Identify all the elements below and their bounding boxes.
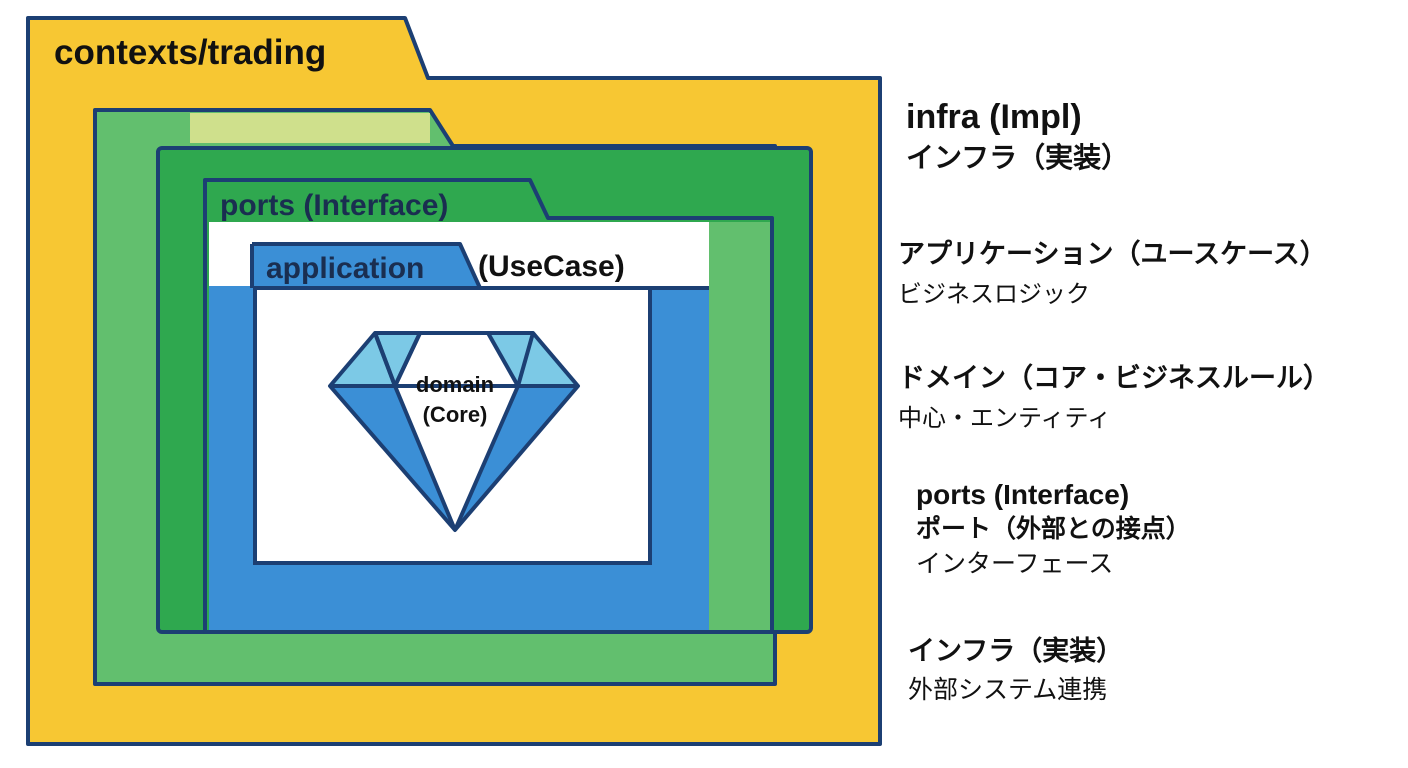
legend-infra: infra (Impl) インフラ（実装） <box>906 96 1129 178</box>
gem-facet-c <box>486 332 520 387</box>
gem-outline <box>328 331 580 532</box>
gem-facet-d <box>393 385 457 531</box>
domain-sublabel: (Core) <box>423 402 488 427</box>
domain-label: domain <box>416 372 494 397</box>
legend-ports-description: インターフェース <box>916 549 1114 578</box>
ports-folder-tab-label: ports (Interface) <box>220 189 448 222</box>
legend-infra-subtitle: インフラ（実装） <box>906 141 1130 174</box>
legend-ports-title: ports (Interface) <box>916 479 1130 510</box>
gem-facet-f <box>373 332 397 387</box>
application-folder-tab-suffix: (UseCase) <box>478 250 625 283</box>
legend-domain-subtitle: 中心・エンティティ <box>898 404 1112 432</box>
legend-infra-title: infra (Impl) <box>906 98 1082 136</box>
legend-domain: ドメイン（コア・ビジネスルール） 中心・エンティティ <box>898 358 1330 436</box>
legend-infra-bottom-subtitle: 外部システム連携 <box>908 675 1108 704</box>
legend-application: アプリケーション（ユースケース） ビジネスロジック <box>898 234 1327 312</box>
legend-ports: ports (Interface) ポート（外部との接点） インターフェース <box>916 478 1191 582</box>
legend-domain-title: ドメイン（コア・ビジネスルール） <box>898 363 1330 394</box>
contexts-folder-tab-label: contexts/trading <box>54 33 326 72</box>
infra-folder-tab-highlight <box>190 113 430 143</box>
legend-infra-bottom-title: インフラ（実装） <box>908 636 1124 667</box>
diamond-icon: domain (Core) <box>328 331 580 532</box>
gem-facet-b <box>393 332 422 387</box>
legend-application-subtitle: ビジネスロジック <box>898 280 1090 308</box>
ports-folder-inner-strip <box>709 222 770 630</box>
application-folder-tab-label: application <box>266 252 424 285</box>
gem-table <box>395 333 518 530</box>
gem-facet-g <box>516 332 535 387</box>
legend-application-title: アプリケーション（ユースケース） <box>898 239 1327 270</box>
gem-facet-e <box>453 385 520 531</box>
legend-ports-subtitle: ポート（外部との接点） <box>916 514 1191 543</box>
legend-infra-bottom: インフラ（実装） 外部システム連携 <box>908 632 1123 708</box>
